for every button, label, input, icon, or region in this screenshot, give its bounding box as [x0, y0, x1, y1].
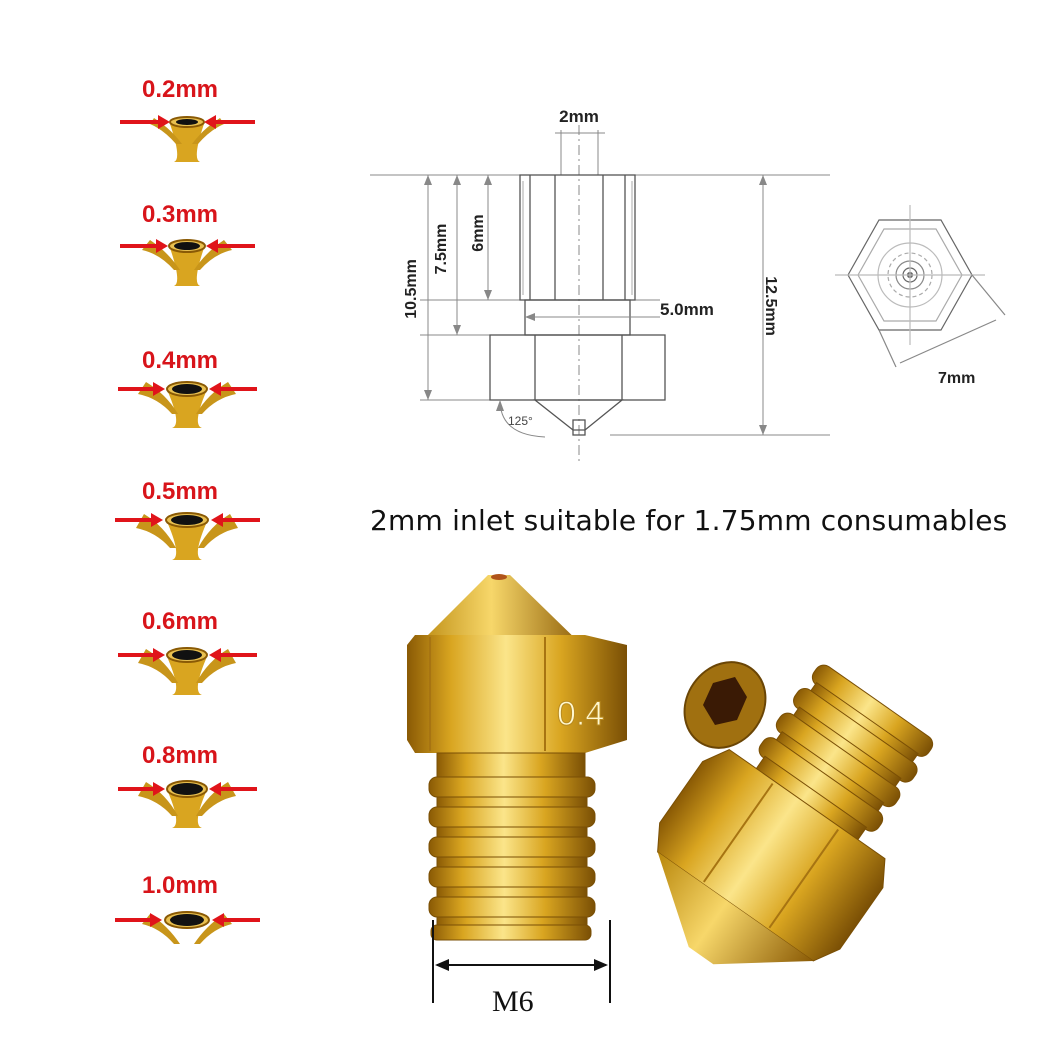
height-10-5-label: 10.5mm — [403, 259, 420, 319]
nozzle-tip-icon — [120, 239, 255, 286]
hex-width-label: 7mm — [938, 370, 975, 387]
inlet-dim-label: 2mm — [559, 107, 599, 126]
technical-drawing: 2mm 6mm 7.5mm 10.5mm 12.5mm 5.0mm 125° 7… — [370, 107, 1006, 465]
nozzle-tip-icon — [115, 911, 260, 944]
nozzle-size-label: 0.3mm — [141, 201, 219, 228]
nozzle-tip-icon — [118, 381, 257, 428]
nozzle-tip-icon — [120, 115, 255, 162]
height-12-5-label: 12.5mm — [762, 276, 779, 336]
thread-size-label: M6 — [492, 985, 534, 1018]
nozzle-size-label: 0.8mm — [141, 742, 219, 769]
nozzle-size-label: 0.6mm — [141, 608, 219, 635]
height-6-label: 6mm — [470, 214, 487, 251]
nozzle-size-label: 0.2mm — [141, 76, 219, 103]
inlet-caption: 2mm inlet suitable for 1.75mm consumable… — [370, 504, 1008, 537]
angle-label: 125° — [508, 414, 533, 428]
nozzle-tip-icon — [118, 780, 257, 828]
nozzle-tip-icon — [115, 512, 260, 560]
nozzle-size-label: 1.0mm — [141, 872, 219, 899]
nozzle-marking: 0.4 — [557, 695, 604, 733]
nozzle-size-label: 0.4mm — [141, 347, 219, 374]
height-7-5-label: 7.5mm — [433, 224, 450, 275]
nozzle-size-label: 0.5mm — [141, 478, 219, 505]
brass-nozzle-photo: 0.4 — [407, 574, 934, 1003]
diameter-5-label: 5.0mm — [660, 300, 714, 319]
nozzle-tip-icon — [118, 647, 257, 695]
